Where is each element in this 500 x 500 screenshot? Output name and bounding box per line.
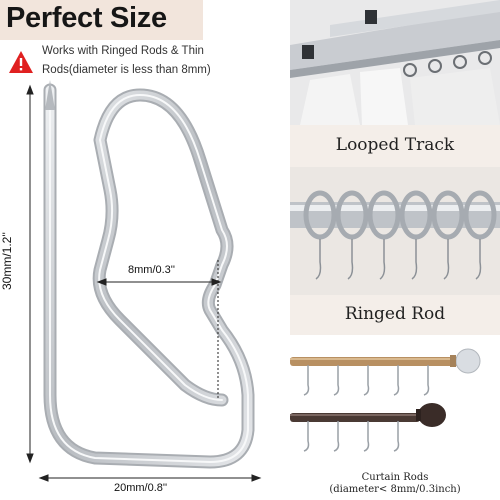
title-banner	[0, 0, 203, 40]
pin-hook	[43, 83, 255, 469]
looped-track-caption: Looped Track	[335, 135, 455, 155]
height-label: 30mm/1.2''	[0, 232, 14, 290]
divider	[286, 0, 290, 500]
ringed-rod-caption: Ringed Rod	[344, 304, 446, 324]
curtain-rods-photo	[290, 335, 500, 465]
warning-text: Works with Ringed Rods & Thin Rods(diame…	[42, 45, 211, 76]
bottom-width-label: 20mm/0.8''	[114, 482, 168, 494]
height-dimension	[26, 84, 34, 464]
inner-width-label: 8mm/0.3''	[128, 264, 175, 276]
hook-diagram	[26, 80, 262, 482]
warning-icon	[9, 51, 33, 73]
curtain-rods-subcaption: (diameter< 8mm/0.3inch)	[329, 484, 461, 495]
pin-point	[45, 80, 55, 110]
caption-bg-1	[290, 125, 500, 167]
curtain-rods-caption: Curtain Rods	[361, 472, 429, 483]
bottom-width-dimension	[38, 474, 262, 482]
ringed-rod-photo	[290, 167, 500, 295]
page-title: Perfect Size	[6, 2, 167, 34]
inner-width-dimension	[96, 260, 222, 400]
caption-bg-2	[290, 295, 500, 335]
looped-track-photo	[290, 0, 500, 125]
